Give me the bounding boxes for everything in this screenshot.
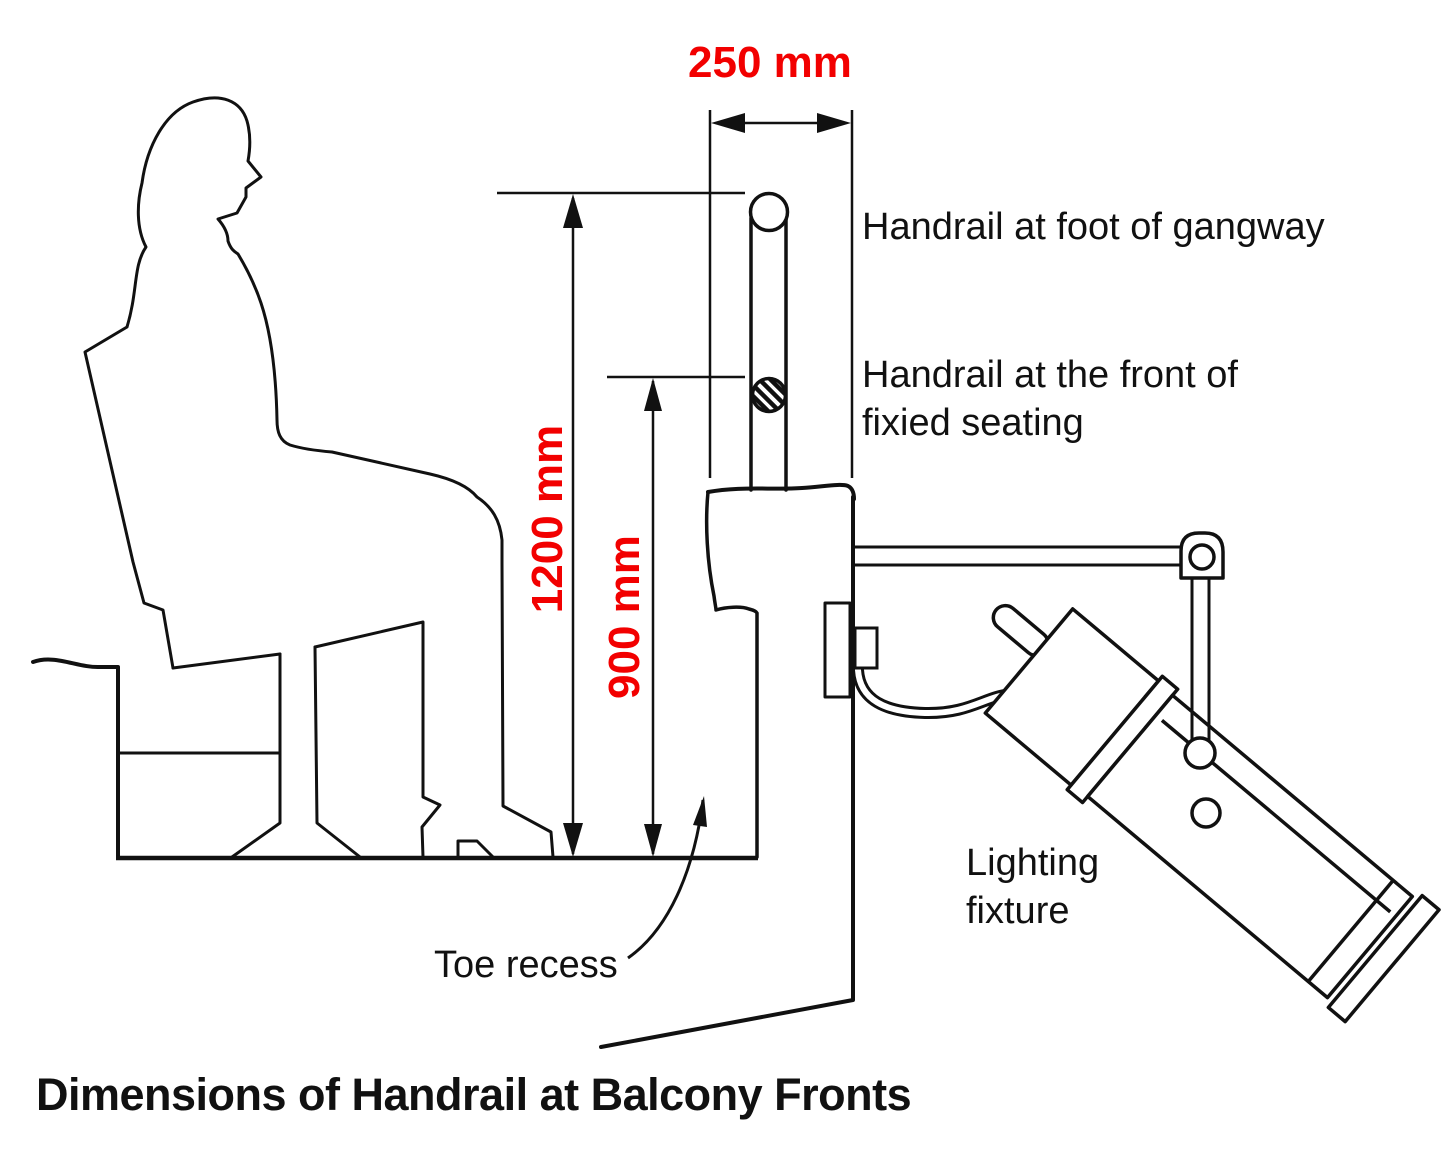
lighting-fixture-label-line2: fixture — [966, 890, 1070, 932]
cable-junction-box — [853, 626, 879, 670]
bracket-pivot-hole — [1188, 543, 1216, 571]
handrail-seating-circle — [750, 376, 788, 414]
lighting-fixture-label: Lighting fixture — [966, 839, 1099, 935]
dimension-900mm-label: 900 mm — [600, 535, 649, 699]
mount-strut-lines — [1190, 578, 1211, 742]
power-cable — [852, 664, 1018, 720]
fixture-end-cap — [1326, 893, 1441, 1024]
lighting-fixture-body — [983, 603, 1441, 1024]
fixture-knob-circle — [1190, 797, 1222, 829]
toe-recess-label: Toe recess — [434, 944, 618, 986]
dimension-arrowheads — [563, 113, 851, 857]
dimension-250mm-label: 250 mm — [688, 38, 852, 87]
mount-bracket — [1179, 531, 1225, 580]
strut-pivot-circle — [1183, 736, 1217, 770]
fixture-mount — [853, 531, 1225, 742]
lighting-fixture-label-line1: Lighting — [966, 842, 1100, 884]
seat-pedestal — [31, 652, 282, 859]
handrail-seating-label-line1: Handrail at the front of — [862, 354, 1238, 396]
fixture-barrel — [1085, 693, 1415, 1000]
toe-recess-leader — [627, 799, 705, 960]
fixture-front-band-line — [1306, 879, 1395, 983]
handrail-seating-label: Handrail at the front of fixied seating — [862, 351, 1238, 447]
mount-arm-lines — [853, 545, 1181, 567]
handrail-gangway-label: Handrail at foot of gangway — [862, 206, 1325, 248]
handrail-gangway-circle — [748, 191, 790, 233]
toe-recess-arrowhead — [693, 796, 707, 827]
handrail-seating-label-line2: fixied seating — [862, 402, 1084, 444]
handrail-post — [749, 216, 788, 492]
dimension-1200mm-label: 1200 mm — [523, 424, 572, 614]
seated-person-silhouette — [83, 96, 555, 859]
diagram-title: Dimensions of Handrail at Balcony Fronts — [36, 1069, 912, 1120]
